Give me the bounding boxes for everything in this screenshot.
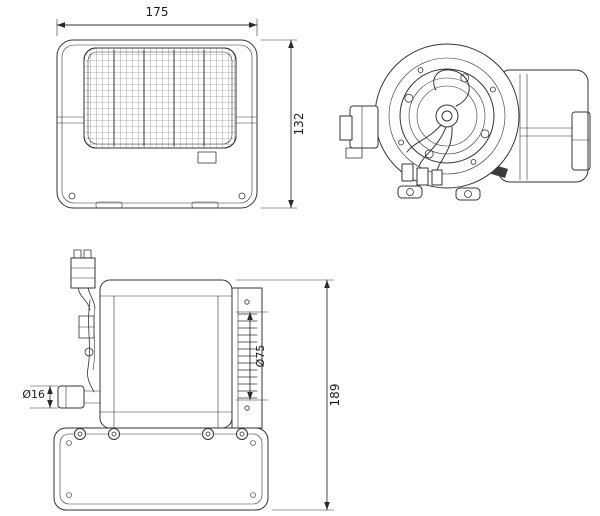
left-mount-bracket — [339, 105, 379, 159]
front-latch — [197, 151, 217, 164]
intake-grille-inner-frame — [87, 51, 233, 145]
drain-tube — [57, 385, 101, 409]
power-connector — [70, 249, 96, 289]
base-tray-inner — [59, 433, 263, 505]
intake-grille-frame — [83, 47, 237, 149]
motor-wiring — [406, 69, 470, 171]
motor-plate — [399, 68, 495, 164]
motor-body — [99, 279, 233, 429]
scroll-housing — [374, 43, 520, 189]
wire-connectors — [401, 163, 443, 186]
blower-feet — [397, 185, 481, 201]
dimension-drain-diameter: Ø16 — [22, 385, 59, 409]
dim-label-drain-diameter: Ø16 — [22, 388, 45, 401]
wire-harness — [77, 287, 96, 393]
intake-grille — [83, 47, 237, 149]
mounting-bosses — [74, 428, 248, 440]
grille-ribs — [113, 49, 205, 147]
tray-corner-screws — [66, 440, 256, 498]
front-screw-left — [68, 192, 76, 200]
housing-split-lines — [56, 116, 258, 124]
front-view — [56, 39, 258, 209]
motor-hub — [435, 104, 459, 128]
front-foot-left — [95, 201, 123, 209]
blower-side-view — [339, 43, 591, 201]
motor-plate-screws — [398, 67, 496, 165]
dimension-front-height: 132 — [260, 39, 306, 209]
assembly-side-view — [53, 249, 269, 511]
front-foot-right — [191, 201, 219, 209]
outlet-flange-lines — [519, 73, 573, 181]
dim-label-outlet-diameter: Ø75 — [254, 345, 267, 368]
dim-label-front-height: 132 — [292, 113, 306, 136]
motor-body-seams — [99, 295, 233, 429]
outlet-bracket — [571, 111, 591, 171]
dim-label-assembly-height: 189 — [328, 384, 342, 407]
side-clip — [78, 315, 95, 357]
front-housing-inner-seam — [61, 44, 253, 204]
front-screw-right — [238, 192, 246, 200]
dimension-front-width: 175 — [56, 5, 258, 37]
dim-label-front-width: 175 — [146, 5, 169, 19]
dimension-outlet-diameter: Ø75 — [235, 311, 269, 401]
front-housing-outline — [56, 39, 258, 209]
housing-inner-ring — [388, 57, 506, 175]
base-tray — [53, 427, 269, 511]
dimension-assembly-height: 189 — [235, 279, 342, 511]
